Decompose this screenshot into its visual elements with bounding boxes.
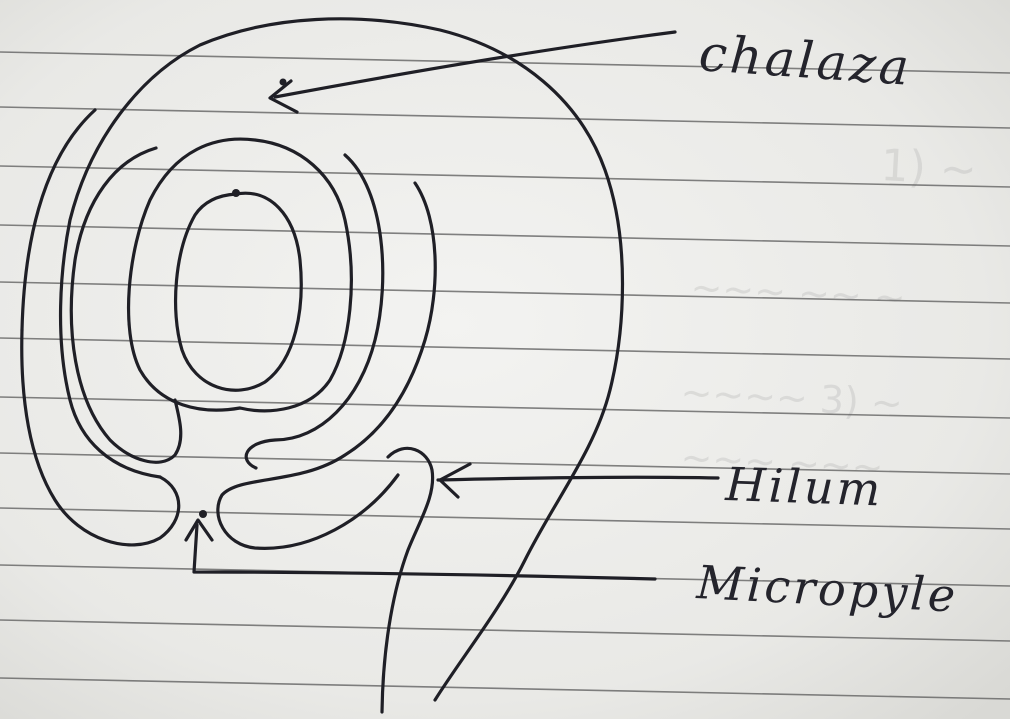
- hilum-label: Hilum: [724, 457, 885, 517]
- embryo-sac-dot: [232, 189, 240, 197]
- svg-text:1) ~: 1) ~: [879, 140, 978, 196]
